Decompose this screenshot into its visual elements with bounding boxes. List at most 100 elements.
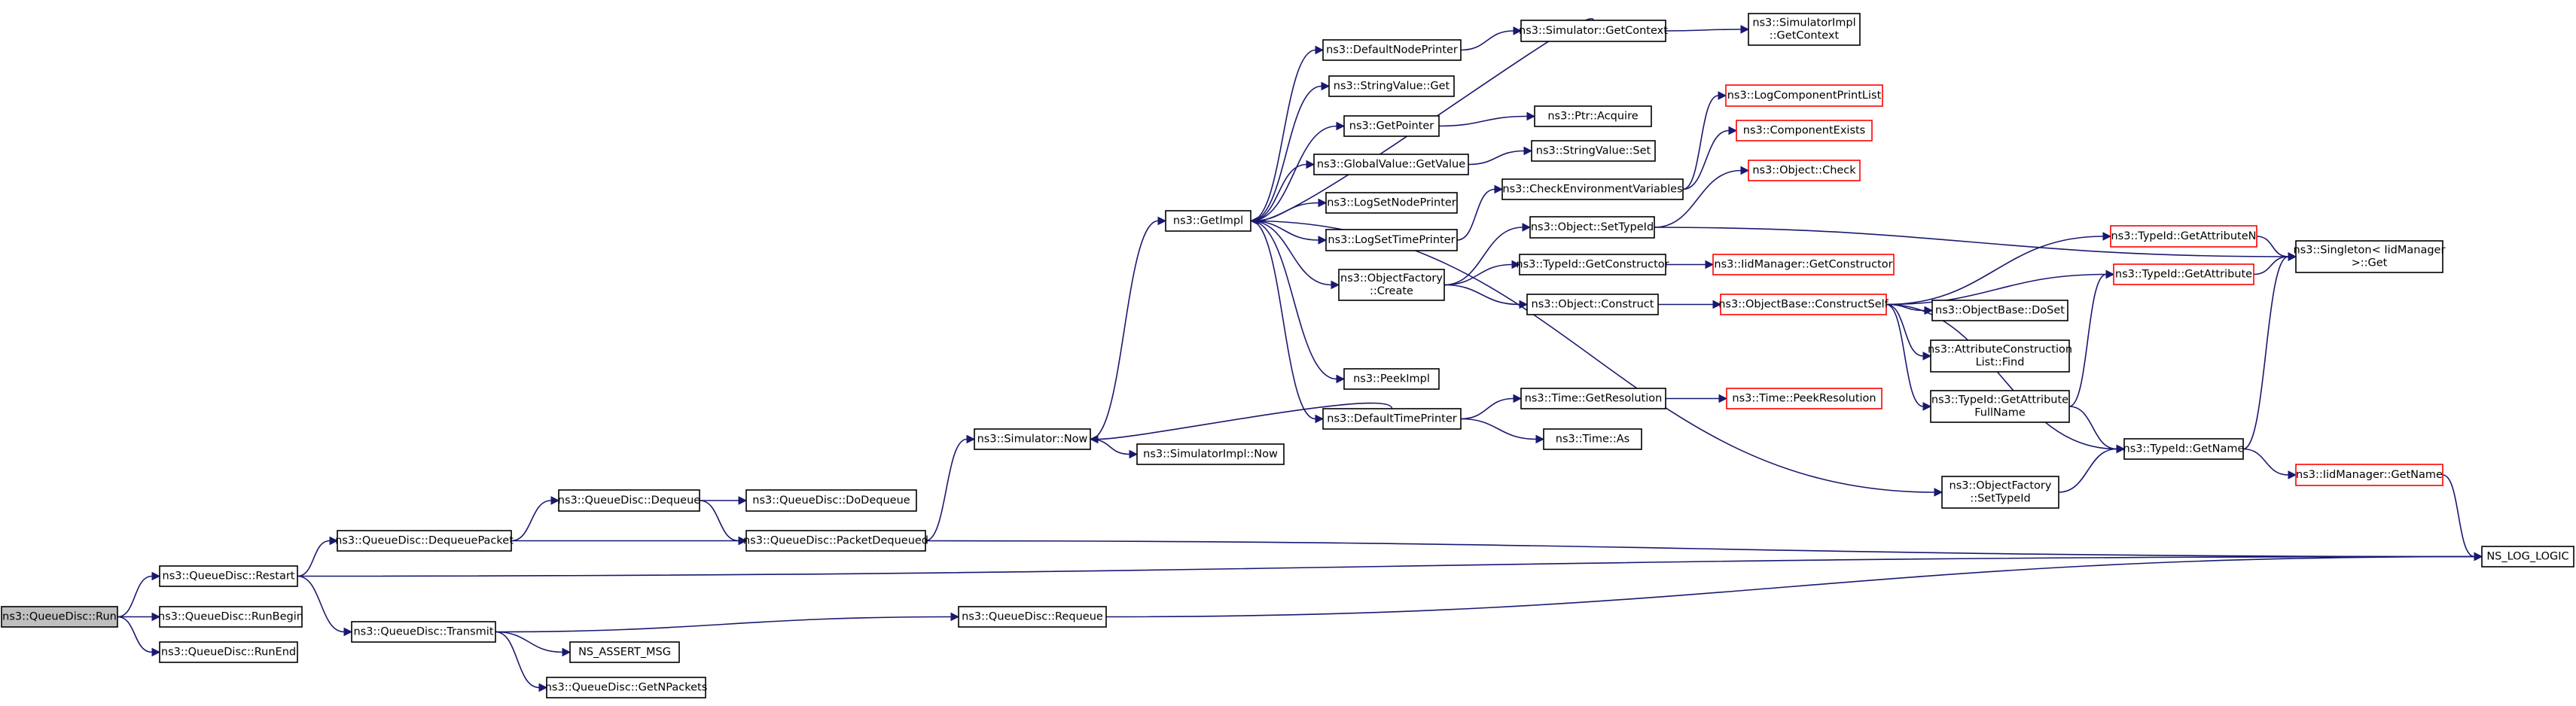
node-box <box>1325 229 1458 251</box>
node-getattributen[interactable]: ns3::TypeId::GetAttributeN <box>2110 225 2257 248</box>
node-typeidgetconstructor[interactable]: ns3::TypeId::GetConstructor <box>1516 254 1669 275</box>
node-globalvaluegetvalue[interactable]: ns3::GlobalValue::GetValue <box>1313 154 1469 175</box>
node-defaultnodeprinter[interactable]: ns3::DefaultNodePrinter <box>1322 39 1462 61</box>
node-box <box>1136 443 1285 465</box>
node-timegetresolution[interactable]: ns3::Time::GetResolution <box>1520 388 1666 409</box>
node-getattribute[interactable]: ns3::TypeId::GetAttribute <box>2113 263 2254 285</box>
node-logsetnodeprinter[interactable]: ns3::LogSetNodePrinter <box>1325 192 1458 214</box>
node-label: ns3::Object::Construct <box>1532 299 1654 311</box>
node-constructself[interactable]: ns3::ObjectBase::ConstructSelf <box>1718 294 1889 315</box>
node-peekimpl[interactable]: ns3::PeekImpl <box>1343 368 1440 390</box>
node-box <box>2110 225 2257 248</box>
node-logcomponentprintlist[interactable]: ns3::LogComponentPrintList <box>1725 84 1883 107</box>
node-objectconstruct[interactable]: ns3::Object::Construct <box>1526 294 1659 315</box>
edge-getimpl-to-logsettimeprinter <box>1250 220 1328 245</box>
node-simimplnow[interactable]: ns3::SimulatorImpl::Now <box>1136 443 1285 465</box>
node-label: ns3::QueueDisc::PacketDequeued <box>743 535 928 547</box>
edge-objectfactorycreate-to-objectconstruct <box>1443 284 1529 309</box>
node-objectfactorycreate[interactable]: ns3::ObjectFactory::Create <box>1338 269 1445 301</box>
edge-objectsettypeid-to-objectcheck <box>1654 166 1750 228</box>
node-label: >::Get <box>2352 257 2388 269</box>
node-objectfactorysettypeid[interactable]: ns3::ObjectFactory::SetTypeId <box>1941 476 2059 509</box>
node-requeue[interactable]: ns3::QueueDisc::Requeue <box>958 606 1107 628</box>
edge-simgetcontext-to-simimplgetcontext <box>1665 25 1750 34</box>
node-box <box>1930 339 2070 373</box>
node-runend[interactable]: ns3::QueueDisc::RunEnd <box>159 641 298 663</box>
node-box <box>1725 84 1883 107</box>
node-dodequeue[interactable]: ns3::QueueDisc::DoDequeue <box>745 489 917 512</box>
node-dequeue[interactable]: ns3::QueueDisc::Dequeue <box>558 489 700 512</box>
node-simnow[interactable]: ns3::Simulator::Now <box>974 428 1091 450</box>
node-typeidgetname[interactable]: ns3::TypeId::GetName <box>2123 438 2245 460</box>
node-label: ns3::LogSetTimePrinter <box>1328 234 1455 246</box>
node-iidmanagergetname[interactable]: ns3::IidManager::GetName <box>2295 464 2443 486</box>
node-objectsettypeid[interactable]: ns3::Object::SetTypeId <box>1529 216 1655 239</box>
node-restart[interactable]: ns3::QueueDisc::Restart <box>159 565 298 587</box>
node-singletonget[interactable]: ns3::Singleton< IidManager>::Get <box>2294 240 2446 273</box>
node-runbegin[interactable]: ns3::QueueDisc::RunBegin <box>158 606 303 628</box>
node-run[interactable]: ns3::QueueDisc::Run <box>1 606 118 628</box>
node-box <box>2295 464 2443 486</box>
node-box <box>1325 192 1458 214</box>
node-box <box>1322 408 1462 430</box>
node-label: ns3::Object::Check <box>1752 165 1856 177</box>
node-box <box>2295 240 2443 273</box>
edge-objectfactorycreate-to-objectsettypeid <box>1443 223 1532 286</box>
node-timepeekresolution[interactable]: ns3::Time::PeekResolution <box>1726 388 1882 409</box>
node-label: ::SetTypeId <box>1970 493 2030 505</box>
node-objectcheck[interactable]: ns3::Object::Check <box>1748 160 1861 181</box>
node-dequeuepacket[interactable]: ns3::QueueDisc::DequeuePacket <box>335 530 514 552</box>
node-simgetcontext[interactable]: ns3::Simulator::GetContext <box>1519 20 1668 42</box>
node-getimpl[interactable]: ns3::GetImpl <box>1165 210 1251 232</box>
node-logsettimeprinter[interactable]: ns3::LogSetTimePrinter <box>1325 229 1458 251</box>
node-componentexists[interactable]: ns3::ComponentExists <box>1736 120 1873 142</box>
node-getpointer[interactable]: ns3::GetPointer <box>1343 115 1440 137</box>
edge-run-to-runend <box>117 616 161 657</box>
node-timeas[interactable]: ns3::Time::As <box>1543 428 1642 450</box>
node-label: ns3::ObjectFactory <box>1950 480 2052 492</box>
edge-run-to-restart <box>117 571 161 618</box>
node-label: ns3::StringValue::Set <box>1536 145 1651 157</box>
edge-transmit-to-requeue <box>495 612 960 633</box>
node-defaulttimeprinter[interactable]: ns3::DefaultTimePrinter <box>1322 408 1462 430</box>
node-label: ns3::ObjectBase::ConstructSelf <box>1718 299 1889 311</box>
node-label: ns3::QueueDisc::RunBegin <box>158 611 303 623</box>
node-label: ns3::QueueDisc::Transmit <box>353 626 493 638</box>
node-box <box>1712 254 1895 275</box>
node-box <box>745 489 917 512</box>
node-label: ns3::GetImpl <box>1173 215 1243 227</box>
node-label: ns3::AttributeConstruction <box>1928 344 2072 356</box>
edge-simnow-to-getimpl <box>1090 216 1167 440</box>
node-transmit[interactable]: ns3::QueueDisc::Transmit <box>351 621 496 643</box>
node-box <box>569 641 680 663</box>
node-simimplgetcontext[interactable]: ns3::SimulatorImpl::GetContext <box>1748 13 1861 46</box>
node-label: ::GetContext <box>1770 30 1840 42</box>
node-box <box>1343 115 1440 137</box>
edge-transmit-to-assertmsg <box>495 631 572 657</box>
node-checkenv[interactable]: ns3::CheckEnvironmentVariables <box>1501 178 1684 200</box>
node-packetdequeued[interactable]: ns3::QueueDisc::PacketDequeued <box>743 530 928 552</box>
node-stringvalueget[interactable]: ns3::StringValue::Get <box>1328 75 1455 97</box>
edge-typeidgetname-to-singletonget <box>2242 252 2297 450</box>
node-objectbasedoset[interactable]: ns3::ObjectBase::DoSet <box>1931 300 2068 321</box>
node-label: ns3::Singleton< IidManager <box>2294 245 2446 257</box>
edge-getattributefullname-to-getattribute <box>2068 269 2115 407</box>
node-box <box>1328 75 1455 97</box>
node-box <box>337 530 512 552</box>
node-ptracquire[interactable]: ns3::Ptr::Acquire <box>1534 105 1652 127</box>
node-box <box>1338 269 1445 301</box>
node-box <box>1941 476 2059 509</box>
edge-transmit-to-getnpackets <box>495 631 548 692</box>
edge-dequeue-to-dodequeue <box>700 496 748 505</box>
node-label: ns3::IidManager::GetConstructor <box>1714 259 1892 271</box>
node-stringvalueset[interactable]: ns3::StringValue::Set <box>1531 140 1656 162</box>
node-label: ns3::SimulatorImpl::Now <box>1143 449 1278 461</box>
node-assertmsg[interactable]: NS_ASSERT_MSG <box>569 641 680 663</box>
node-nsloglogic[interactable]: NS_LOG_LOGIC <box>2481 546 2574 568</box>
node-iidmanagergetconstructor[interactable]: ns3::IidManager::GetConstructor <box>1712 254 1895 275</box>
node-label: ns3::GetPointer <box>1349 120 1434 132</box>
node-getnpackets[interactable]: ns3::QueueDisc::GetNPackets <box>545 677 708 698</box>
node-box <box>1543 428 1642 450</box>
